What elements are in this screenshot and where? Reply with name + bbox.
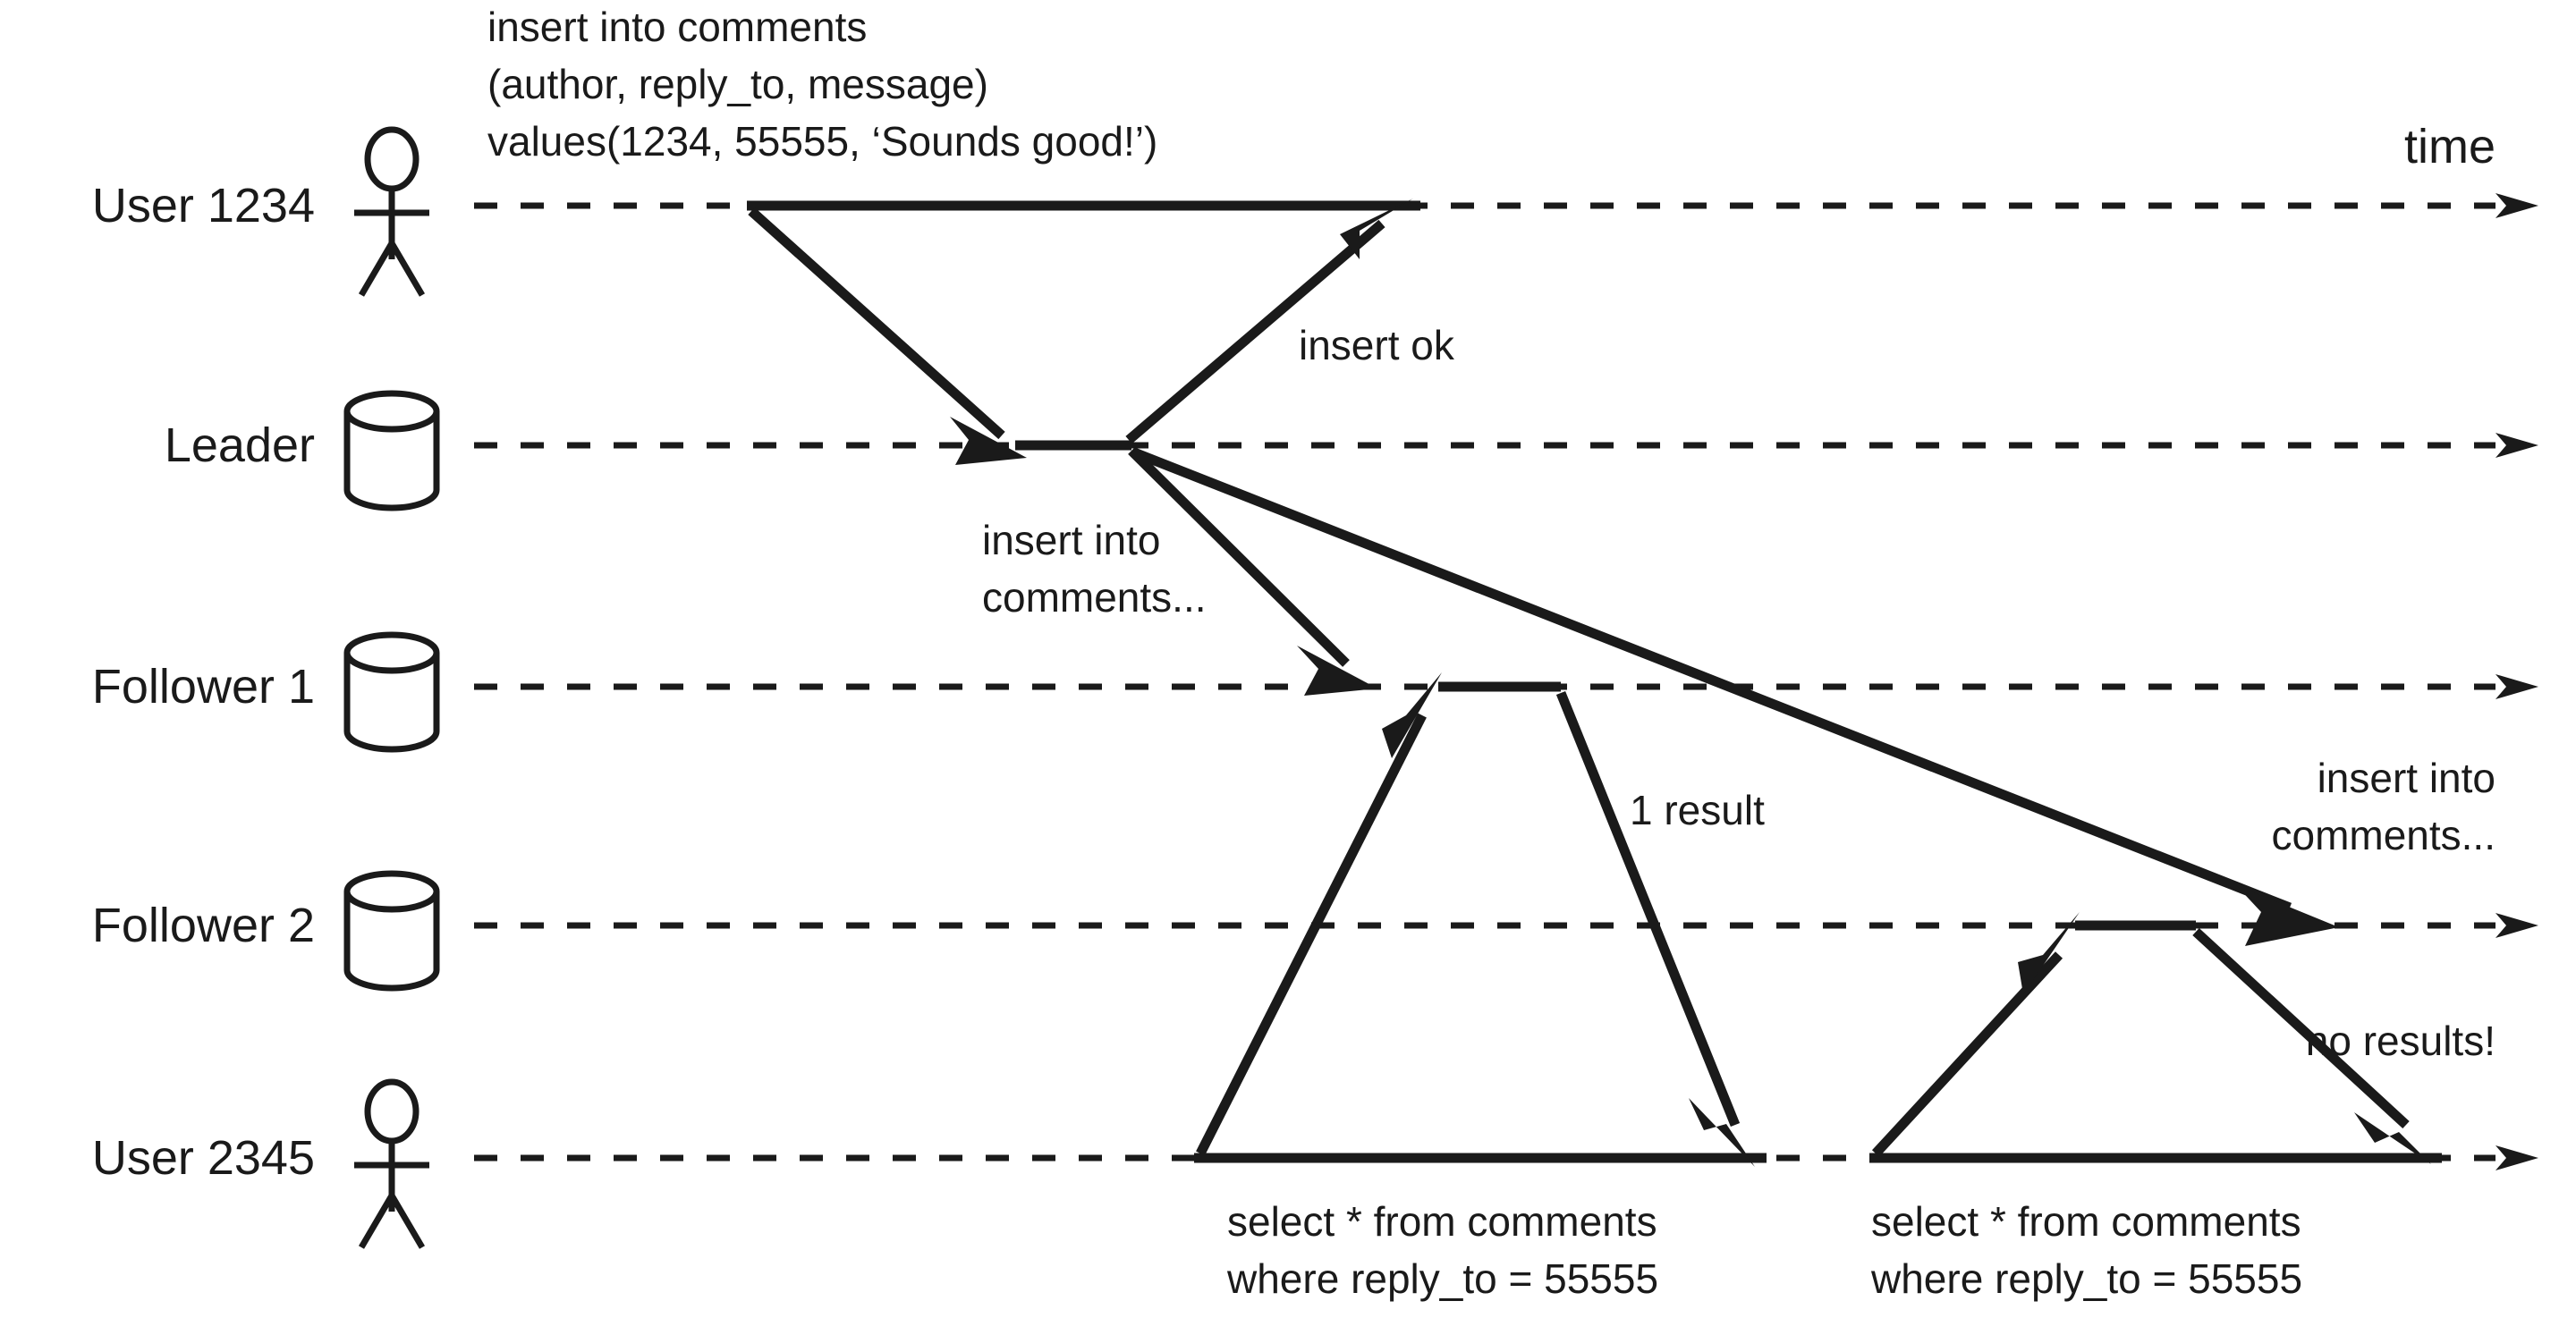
message-arrowhead: [2354, 1112, 2431, 1164]
message-replicate-follower2: [1131, 447, 2339, 946]
time-arrow-user1234: [2496, 193, 2538, 218]
message-line: [1871, 951, 2063, 1157]
avatar-follower2: [343, 870, 440, 992]
actor-label-user2345: User 2345: [92, 1131, 315, 1185]
message-line: [748, 207, 1005, 440]
stick-figure-leg-left-icon: [358, 1194, 395, 1249]
message-arrowhead: [1382, 672, 1442, 758]
database-cylinder-top-icon: [343, 390, 440, 433]
message-line: [1128, 447, 1350, 667]
message-arrowhead: [2018, 912, 2080, 994]
message-result-follower1: [1555, 690, 1755, 1167]
label-no-results: no results!: [2306, 1018, 2496, 1064]
label-insert-ok: insert ok: [1299, 322, 1455, 368]
message-arrowhead: [1340, 199, 1413, 259]
time-axis-label: time: [2404, 120, 2496, 173]
time-arrow-user2345: [2496, 1145, 2538, 1170]
message-arrowhead: [1689, 1098, 1755, 1167]
time-arrow-follower2: [2496, 913, 2538, 938]
time-arrow-leader: [2496, 433, 2538, 458]
actor-label-follower2: Follower 2: [92, 899, 315, 952]
time-arrow-follower1: [2496, 674, 2538, 699]
query2-line-1: select * from comments: [1871, 1198, 2301, 1245]
label-one-result: 1 result: [1630, 787, 1765, 833]
message-arrowhead: [2236, 885, 2339, 946]
stick-figure-leg-left-icon: [358, 241, 395, 297]
insert-sql-line-3: values(1234, 55555, ‘Sounds good!’): [487, 118, 1157, 165]
actor-label-user1234: User 1234: [92, 179, 315, 232]
label-replicate-right-line-1: insert into: [2318, 755, 2496, 801]
insert-sql-line-2: (author, reply_to, message): [487, 61, 988, 107]
message-line: [1125, 219, 1385, 444]
insert-sql-line-1: insert into comments: [487, 4, 867, 50]
label-replicate-line-2: comments...: [982, 574, 1207, 621]
database-cylinder-body-icon: [343, 891, 440, 992]
message-line: [2192, 927, 2410, 1129]
message-line: [1196, 713, 1427, 1156]
actor-label-follower1: Follower 1: [92, 660, 315, 714]
message-result-follower2: [2192, 927, 2431, 1164]
stick-figure-leg-right-icon: [388, 1194, 426, 1249]
lifeline-time-arrowheads: [2496, 193, 2538, 1170]
avatar-leader: [343, 390, 440, 511]
message-select-follower1: [1196, 672, 1442, 1156]
database-cylinder-top-icon: [343, 870, 440, 913]
activation-bars: [747, 200, 2442, 1163]
message-replicate-follower1: [1128, 447, 1377, 696]
actor-label-leader: Leader: [165, 418, 315, 472]
message-insert-request: [748, 207, 1027, 465]
stick-figure-leg-right-icon: [388, 241, 426, 297]
label-replicate-line-1: insert into: [982, 517, 1160, 563]
database-cylinder-body-icon: [343, 653, 440, 753]
message-line: [1555, 690, 1741, 1128]
avatar-follower1: [343, 631, 440, 753]
query1-line-1: select * from comments: [1227, 1198, 1657, 1245]
message-arrowhead: [950, 417, 1027, 465]
stick-figure-head-icon: [364, 126, 419, 192]
avatar-user2345: [354, 1078, 429, 1249]
label-replicate-right-line-2: comments...: [2271, 812, 2496, 858]
message-arrowhead: [1297, 646, 1377, 696]
avatar-user1234: [354, 126, 429, 297]
database-cylinder-top-icon: [343, 631, 440, 674]
message-line: [1131, 447, 2292, 913]
message-insert-ok: [1125, 199, 1413, 444]
query1-line-2: where reply_to = 55555: [1226, 1255, 1658, 1302]
database-cylinder-body-icon: [343, 411, 440, 511]
query2-line-2: where reply_to = 55555: [1870, 1255, 2302, 1302]
stick-figure-head-icon: [364, 1078, 419, 1145]
message-select-follower2: [1871, 912, 2080, 1157]
